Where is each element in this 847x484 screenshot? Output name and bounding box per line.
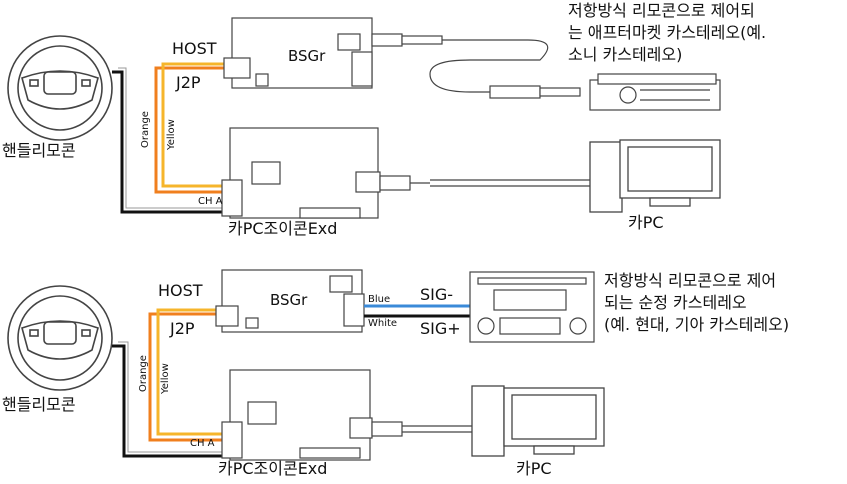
bsgr-label-top: BSGr: [288, 47, 326, 65]
aftermarket-stereo-icon: [589, 73, 721, 111]
orange-wire-top: [154, 66, 232, 194]
pc-icon-top: [589, 139, 721, 213]
blue-label: Blue: [368, 294, 391, 305]
steering-wheel-icon-top: [7, 35, 113, 141]
stereo-note-top: 저항방식 리모콘으로 제어되 는 애프터마켓 카스테레오(예. 소니 카스테레오…: [568, 1, 767, 64]
joycon-label-top: 카PC조이콘Exd: [228, 219, 338, 238]
orange-wire-bottom: [148, 312, 232, 442]
orange-label-top: Orange: [140, 111, 151, 148]
joycon-label-bottom: 카PC조이콘Exd: [218, 459, 328, 478]
j2p-label-top: J2P: [176, 73, 201, 92]
yellow-wire-bottom: [156, 308, 232, 436]
bsgr-module-top: [223, 17, 373, 89]
grey-wire-bottom: [118, 341, 232, 453]
host-label-bottom: HOST: [158, 281, 203, 300]
grey-wire-top: [118, 67, 232, 209]
yellow-label-top: Yellow: [166, 119, 177, 150]
yellow-label-bottom: Yellow: [160, 363, 171, 394]
joycon-board-bottom: [221, 369, 373, 461]
steering-label-top: 핸들리모콘: [2, 141, 76, 160]
audio-cable-top: [371, 33, 581, 99]
pc-icon-bottom: [471, 385, 605, 457]
j2p-label-bottom: J2P: [170, 319, 195, 338]
pc-label-bottom: 카PC: [516, 459, 552, 478]
oem-stereo-icon: [469, 271, 595, 343]
host-label-top: HOST: [172, 39, 217, 58]
black-wire-top: [112, 70, 232, 214]
bsgr-module-bottom: [215, 269, 365, 333]
black-wire-bottom: [112, 344, 232, 458]
usb-cable-bottom: [371, 421, 472, 437]
orange-label-bottom: Orange: [138, 355, 149, 392]
cha-label-bottom: CH A: [190, 438, 215, 449]
stereo-note-bottom: 저항방식 리모콘으로 제어 되는 순정 카스테레오 (예. 현대, 기아 카스테…: [604, 271, 790, 334]
bsgr-label-bottom: BSGr: [270, 291, 308, 309]
yellow-wire-top: [161, 62, 232, 188]
usb-cable-top: [379, 175, 600, 191]
sig-plus-label: SIG+: [420, 319, 461, 338]
sig-minus-label: SIG-: [420, 285, 454, 304]
steering-label-bottom: 핸들리모콘: [2, 395, 76, 414]
pc-label-top: 카PC: [628, 213, 664, 232]
white-label: White: [368, 318, 398, 329]
joycon-board-top: [221, 127, 381, 219]
cha-label-top: CH A: [198, 196, 223, 207]
steering-wheel-icon-bottom: [7, 285, 113, 391]
